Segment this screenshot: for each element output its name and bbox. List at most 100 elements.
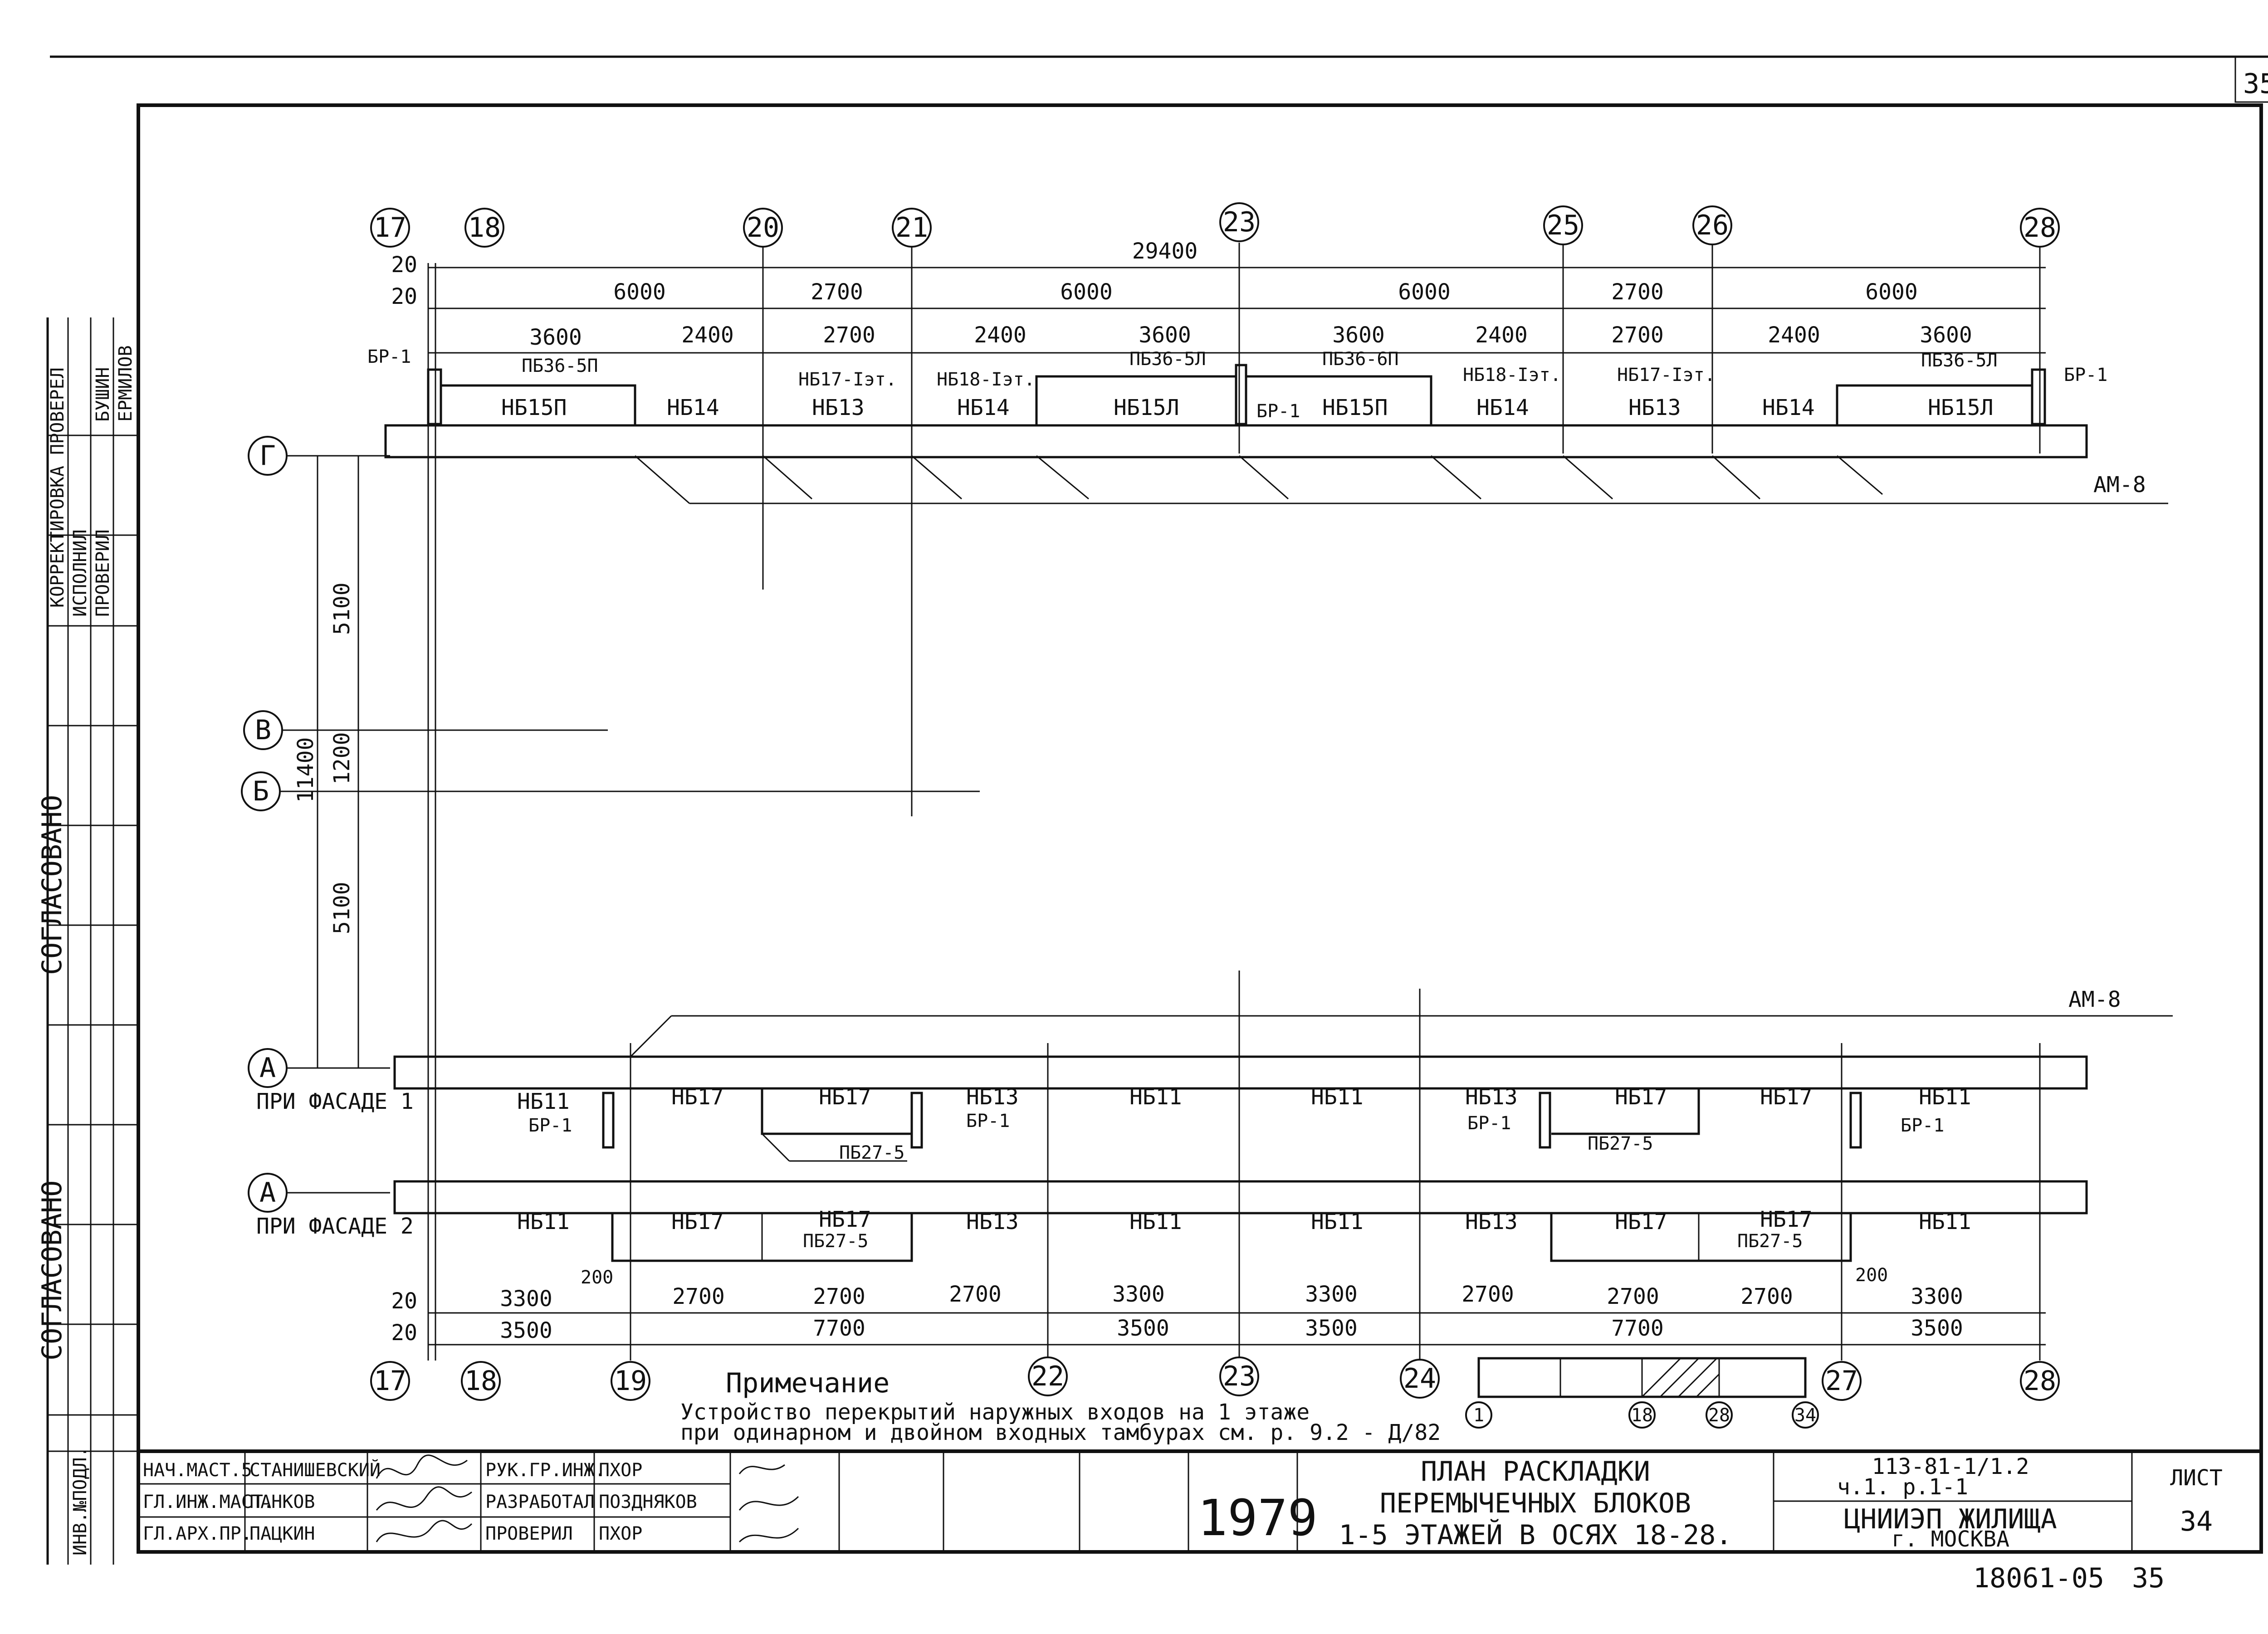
top-label-8: НБ13 bbox=[1628, 395, 1681, 420]
axis-top-28: 28 bbox=[2024, 212, 2056, 244]
strip-checked-label: ПРОВЕРИЛ bbox=[93, 529, 113, 617]
dim-bottom-r2-4: 3500 bbox=[1305, 1316, 1358, 1341]
title-block bbox=[137, 1449, 2263, 1554]
f2-label-7: НБ13 bbox=[1465, 1209, 1518, 1234]
f1-label-3: НБ17 bbox=[819, 1084, 871, 1110]
axis-bottom-18: 18 bbox=[464, 1365, 497, 1397]
top-mark-4: ПБ36-5Л bbox=[1921, 350, 1998, 371]
top-wall bbox=[384, 364, 2168, 504]
tb-year: 1979 bbox=[1198, 1489, 1318, 1547]
dim-bottom-r2-3: 3500 bbox=[1117, 1316, 1169, 1341]
br-f1-3: БР-1 bbox=[1467, 1113, 1511, 1134]
key-label-2: 18 bbox=[1631, 1405, 1653, 1426]
tb-name-1: СТАНИШЕВСКИЙ bbox=[249, 1459, 381, 1481]
top-mark-2: ПБ36-5Л bbox=[1129, 349, 1206, 370]
axis-bottom-28: 28 bbox=[2024, 1365, 2056, 1397]
dim-vert-3: 5100 bbox=[329, 882, 355, 934]
dim-top-r2-3: 6000 bbox=[1060, 279, 1113, 305]
f1-label-1: НБ11 bbox=[517, 1089, 570, 1114]
tb-name-2: ПАНКОВ bbox=[249, 1492, 315, 1512]
left-approval-strip: КОРРЕКТИРОВКА ПРОВЕРЕЛ ИСПОЛНИЛ ПРОВЕРИЛ… bbox=[36, 317, 138, 1565]
tb-mid-role-1: РУК.ГР.ИНЖ. bbox=[485, 1460, 606, 1481]
page-number-top: 35 bbox=[2243, 68, 2268, 100]
tb-mid-name-1: ПХОР bbox=[599, 1460, 642, 1481]
strip-checked-name: ЕРМИЛОВ bbox=[115, 345, 136, 422]
axis-top-20: 20 bbox=[747, 212, 779, 244]
tb-sheet-no: 34 bbox=[2180, 1506, 2213, 1537]
f1-mark-1: ПБ27-5 bbox=[839, 1142, 905, 1163]
facade2-wall bbox=[393, 1180, 2088, 1262]
top-label-5: НБ15Л bbox=[1114, 395, 1179, 420]
bottom-axis-markers: 17 18 19 22 23 24 27 28 bbox=[370, 1356, 2060, 1401]
dim-vert-2: 1200 bbox=[329, 732, 355, 785]
key-plan bbox=[1465, 1357, 1819, 1429]
tb-city: г. МОСКВА bbox=[1892, 1527, 2009, 1552]
dim-bottom-r2-6: 3500 bbox=[1911, 1316, 1963, 1341]
f2-label-2: НБ17 bbox=[671, 1209, 724, 1234]
dim-top-total: 29400 bbox=[1132, 239, 1198, 264]
dim-top-edge-2: 20 bbox=[391, 284, 417, 309]
strip-corrections: КОРРЕКТИРОВКА ПРОВЕРЕЛ bbox=[47, 367, 68, 608]
axis-row-V: В bbox=[255, 714, 271, 746]
f1-label-2: НБ17 bbox=[671, 1084, 724, 1110]
f1-label-9: НБ17 bbox=[1760, 1084, 1813, 1110]
signature-marks bbox=[376, 1454, 799, 1543]
dim-top-r2-4: 6000 bbox=[1398, 279, 1451, 305]
axis-top-18: 18 bbox=[468, 212, 501, 244]
dim-bottom-r1-3: 2700 bbox=[813, 1284, 865, 1309]
top-label-9: НБ14 bbox=[1762, 395, 1815, 420]
top-upper-1: НБ17-Iэт. bbox=[798, 369, 897, 390]
top-label-6: НБ15П bbox=[1322, 395, 1388, 420]
dim-bottom-edge-2: 20 bbox=[391, 1320, 417, 1346]
axis-row-A1: А bbox=[259, 1052, 276, 1084]
axis-row-A2: А bbox=[259, 1177, 276, 1209]
axis-row-G: Г bbox=[259, 440, 276, 472]
dim-top-r3-10: 3600 bbox=[1920, 322, 1972, 348]
dim-top-r3-8: 2700 bbox=[1611, 322, 1664, 348]
strip-inv: ИНВ.№ПОДЛ. bbox=[70, 1446, 91, 1556]
top-upper-3: НБ18-Iэт. bbox=[1463, 365, 1561, 385]
dim-bottom-r1-1: 3300 bbox=[500, 1286, 552, 1312]
strip-executed-label: ИСПОЛНИЛ bbox=[70, 529, 91, 617]
tb-title-line1: ПЛАН РАСКЛАДКИ bbox=[1421, 1456, 1650, 1488]
tb-mid-name-2: ПОЗДНЯКОВ bbox=[599, 1492, 697, 1512]
br-label-top-left: БР-1 bbox=[367, 346, 411, 367]
axis-top-25: 25 bbox=[1547, 210, 1579, 241]
dim-top-r3-2: 2400 bbox=[681, 322, 734, 348]
dim-top-r3-6: 3600 bbox=[1332, 322, 1385, 348]
br-f1-2: БР-1 bbox=[966, 1111, 1010, 1132]
top-label-10: НБ15Л bbox=[1928, 395, 1994, 420]
dim-bottom-edge-3: 200 bbox=[581, 1267, 613, 1288]
f2-mark-1: ПБ27-5 bbox=[803, 1231, 869, 1252]
axis-lines-vertical bbox=[427, 243, 2041, 1361]
tb-org: ЦНИИЭП ЖИЛИЩА bbox=[1844, 1503, 2057, 1535]
f2-label-1: НБ11 bbox=[517, 1209, 570, 1234]
top-label-4: НБ14 bbox=[957, 395, 1010, 420]
page-number-box bbox=[2234, 56, 2268, 103]
am-label-bottom: АМ-8 bbox=[2068, 987, 2121, 1012]
dim-bottom-r1-4: 2700 bbox=[949, 1282, 1002, 1307]
f1-label-4: НБ13 bbox=[966, 1084, 1019, 1110]
dim-bottom-r1-7: 2700 bbox=[1461, 1282, 1514, 1307]
note-line1: Устройство перекрытий наружных входов на… bbox=[680, 1400, 1310, 1425]
tb-role-1: НАЧ.МАСТ.5 bbox=[143, 1460, 252, 1481]
tb-part: ч.1. р.1-1 bbox=[1837, 1474, 1968, 1500]
axis-top-17: 17 bbox=[374, 212, 406, 244]
am-label-top: АМ-8 bbox=[2093, 472, 2146, 498]
note-line2: при одинарном и двойном входных тамбурах… bbox=[680, 1420, 1441, 1445]
dim-top-edge-1: 20 bbox=[391, 252, 417, 278]
top-mark-1: ПБ36-5П bbox=[522, 356, 598, 376]
f2-label-4: НБ13 bbox=[966, 1209, 1019, 1234]
tb-role-3: ГЛ.АРХ.ПР. bbox=[143, 1523, 252, 1544]
br-label-top-right: БР-1 bbox=[2064, 365, 2107, 385]
f1-label-7: НБ13 bbox=[1465, 1084, 1518, 1110]
dim-bottom-r1-8: 2700 bbox=[1607, 1284, 1659, 1309]
key-label-3: 28 bbox=[1708, 1405, 1730, 1426]
tb-mid-role-3: ПРОВЕРИЛ bbox=[485, 1523, 573, 1544]
facade1-wall bbox=[393, 1015, 2173, 1162]
dim-bottom-r1-9: 2700 bbox=[1740, 1284, 1793, 1309]
f2-label-6: НБ11 bbox=[1311, 1209, 1364, 1234]
top-dimension-lines bbox=[428, 267, 2046, 354]
f1-label-5: НБ11 bbox=[1129, 1084, 1182, 1110]
